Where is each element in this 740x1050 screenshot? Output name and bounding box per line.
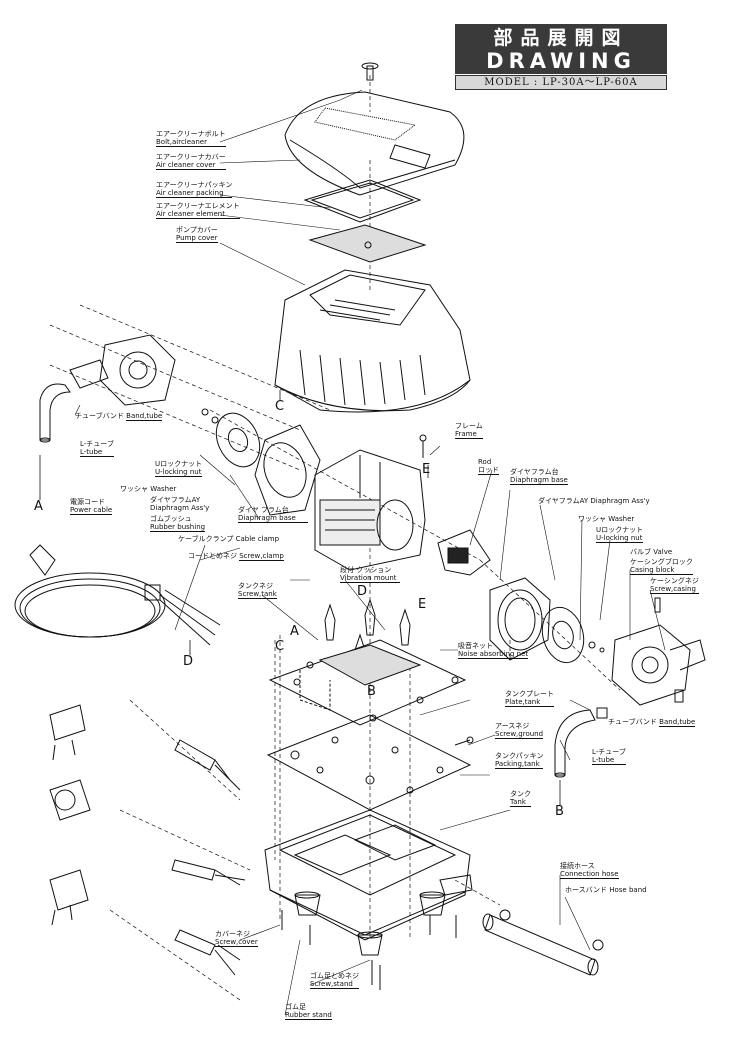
label-screw-clamp: コードとめネジ Screw,clamp xyxy=(188,552,284,561)
label-diaphragm-assy-right: ダイヤフラムAY Diaphragm Ass'y xyxy=(538,497,650,505)
label-cable-clamp: ケーブルクランプ Cable clamp xyxy=(178,535,280,543)
left-l-tube-shape xyxy=(39,383,71,443)
ref-letter-c-plate: C xyxy=(275,639,285,654)
label-valve: バルブ Valve xyxy=(630,548,673,556)
right-l-tube-shape xyxy=(554,707,608,778)
right-casing-block-shape xyxy=(611,597,706,706)
packing-tank-shape xyxy=(266,714,472,811)
title-english: DRAWING xyxy=(486,49,636,73)
label-leader-lines xyxy=(74,89,666,1016)
pump-cover-shape xyxy=(274,269,471,413)
ref-letter-e-mount: E xyxy=(418,597,427,612)
bottom-screws-shape xyxy=(281,910,457,990)
left-diaphragm-shape xyxy=(201,408,261,468)
title-box: 部品展開図 DRAWING xyxy=(455,24,667,74)
frame-shape xyxy=(314,434,427,571)
air-cleaner-cover-shape xyxy=(284,91,465,196)
air-cleaner-packing-shape xyxy=(303,179,422,223)
right-diaphragm-shape xyxy=(541,606,605,664)
right-diaphragm-base-shape xyxy=(489,577,551,661)
ref-letter-b-plate: B xyxy=(367,684,376,699)
plug-type-b-shape xyxy=(49,779,246,886)
ref-letter-a-plate: A xyxy=(290,624,299,639)
rod-shape xyxy=(437,529,491,576)
ref-letter-d-mount: D xyxy=(357,584,368,599)
label-washer-right: ワッシャ Washer xyxy=(578,515,635,523)
tank-plate-shape xyxy=(268,639,467,726)
screw-ground-shape xyxy=(454,736,474,746)
plug-type-a-shape xyxy=(49,704,241,791)
label-band-tube-left: チューブバンド Band,tube xyxy=(75,412,163,421)
rubber-stands-shape xyxy=(294,891,446,956)
ref-letter-a-left: A xyxy=(34,499,43,514)
ref-letter-e-frame: E xyxy=(422,462,431,477)
label-washer-left: ワッシャ Washer xyxy=(120,485,177,493)
ref-letter-d-cable: D xyxy=(183,654,194,669)
connection-hose-shape xyxy=(482,909,604,976)
label-hose-band: ホースバンド Hose band xyxy=(565,886,647,894)
air-cleaner-element-shape xyxy=(308,224,427,263)
left-diaphragm-base-shape xyxy=(254,424,321,516)
plug-type-c-shape xyxy=(49,869,241,976)
title-japanese: 部品展開図 xyxy=(493,27,629,49)
vibration-mounts-shape xyxy=(324,598,411,671)
bolt-air-cleaner-shape xyxy=(361,62,379,81)
reference-lines xyxy=(39,390,561,805)
model-line: MODEL : LP-30A～LP-60A xyxy=(455,75,667,90)
ref-letter-b-right: B xyxy=(555,804,564,819)
ref-letter-c-cover: C xyxy=(275,399,285,414)
power-cable-coil-shape xyxy=(14,544,221,646)
label-band-tube-right: チューブバンド Band,tube xyxy=(608,718,696,727)
left-casing-block-shape xyxy=(69,334,176,406)
